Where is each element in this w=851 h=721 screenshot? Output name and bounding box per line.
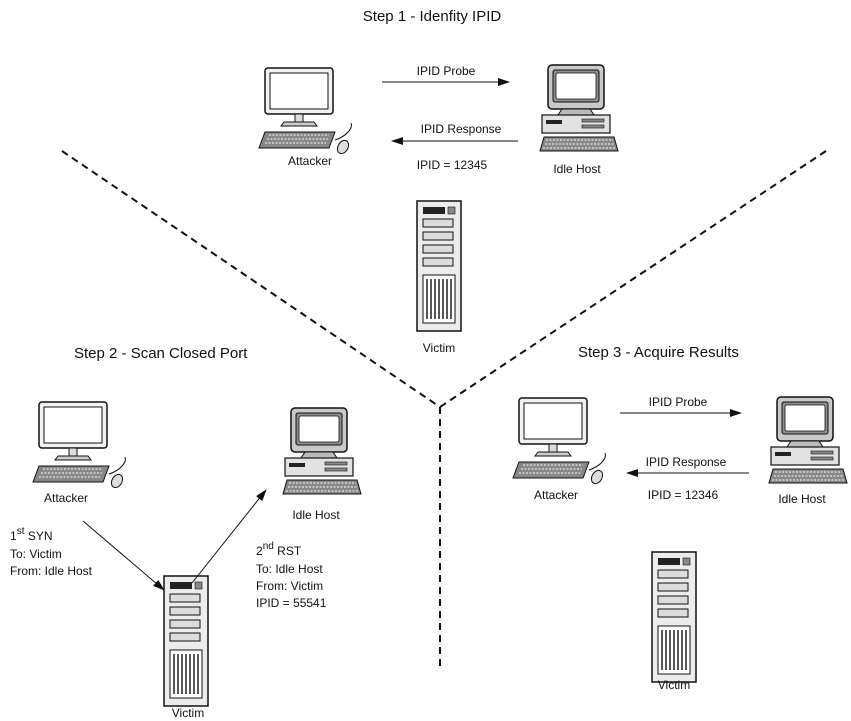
step2-idle-host-computer-icon: [282, 407, 362, 495]
step2-rst-from: From: Victim: [256, 579, 324, 593]
step1-attacker-label: Attacker: [287, 154, 333, 168]
step2-syn-heading: 1st SYN: [10, 526, 53, 543]
step2-rst-arrow: [191, 489, 267, 584]
step3-idle-host-label: Idle Host: [778, 492, 826, 506]
step2-syn-to: To: Victim: [10, 547, 62, 561]
step2-rst-packet-info: 2nd RST To: Idle Host From: Victim IPID …: [256, 541, 327, 612]
step3-title: Step 3 - Acquire Results: [578, 344, 739, 361]
step3-probe-label: IPID Probe: [648, 395, 708, 409]
step1-title: Step 1 - Idenfity IPID: [362, 8, 502, 25]
step2-idle-host-label: Idle Host: [292, 508, 340, 522]
step2-syn-packet-info: 1st SYN To: Victim From: Idle Host: [10, 526, 93, 580]
step3-victim-server-icon: [651, 551, 697, 683]
step2-syn-arrow: [82, 520, 165, 591]
step2-rst-heading: 2nd RST: [256, 541, 302, 558]
step3-victim-label: Victim: [657, 678, 691, 692]
step3-attacker-computer-icon: [512, 397, 607, 487]
step3-response-label: IPID Response: [645, 455, 727, 469]
step1-attacker-computer-icon: [258, 67, 353, 157]
step2-rst-ipid: IPID = 55541: [256, 596, 327, 610]
step3-ipid-value: IPID = 12346: [647, 488, 719, 502]
step1-response-label: IPID Response: [420, 122, 502, 136]
step1-probe-label: IPID Probe: [416, 64, 476, 78]
center-victim-server-icon: [416, 200, 462, 332]
step2-attacker-computer-icon: [32, 401, 127, 491]
step3-idle-host-computer-icon: [768, 396, 848, 484]
step2-title: Step 2 - Scan Closed Port: [74, 345, 248, 362]
step1-idle-host-label: Idle Host: [553, 162, 601, 176]
step2-rst-to: To: Idle Host: [256, 562, 323, 576]
center-victim-label: Victim: [422, 341, 456, 355]
divider-right: [439, 150, 827, 408]
step1-idle-host-computer-icon: [539, 64, 619, 152]
step3-attacker-label: Attacker: [533, 488, 579, 502]
step2-victim-label: Victim: [171, 706, 205, 720]
divider-left: [61, 150, 441, 408]
step2-attacker-label: Attacker: [43, 491, 89, 505]
step2-syn-from: From: Idle Host: [10, 564, 93, 578]
step2-victim-server-icon: [163, 575, 209, 707]
step1-ipid-value: IPID = 12345: [416, 158, 488, 172]
